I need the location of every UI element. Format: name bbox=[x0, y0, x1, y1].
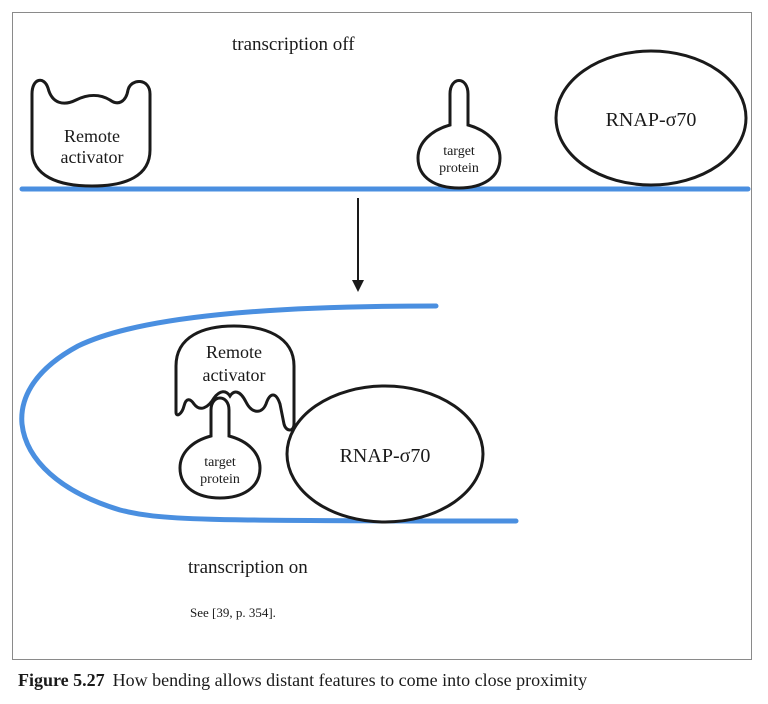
reference-note: See [39, p. 354]. bbox=[190, 605, 276, 620]
remote-activator-label-line1: Remote bbox=[64, 126, 120, 146]
target-protein-label-line2: protein bbox=[439, 161, 479, 176]
remote-activator-label-line2-bound: activator bbox=[203, 365, 266, 385]
target-protein-label-line2-bound: protein bbox=[200, 472, 240, 487]
target-protein-shape bbox=[416, 79, 502, 190]
top-panel: transcription off Remote activator targe… bbox=[19, 34, 751, 192]
rnap-sigma70-ellipse bbox=[554, 49, 748, 187]
caption-text: How bending allows distant features to c… bbox=[112, 670, 588, 690]
remote-activator-shape-bound bbox=[174, 324, 296, 432]
figure-number: Figure 5.27 bbox=[18, 670, 105, 690]
transition-arrow bbox=[352, 198, 364, 292]
figure-caption: Figure 5.27 How bending allows distant fe… bbox=[18, 670, 587, 691]
rnap-sigma70-label-bound: RNAP-σ70 bbox=[340, 445, 431, 467]
target-protein-shape-bound bbox=[178, 396, 262, 500]
target-protein-label-line1-bound: target bbox=[204, 455, 236, 470]
transcription-off-label: transcription off bbox=[232, 34, 355, 55]
transcription-on-label: transcription on bbox=[188, 557, 308, 578]
remote-activator-label-line2: activator bbox=[61, 147, 124, 167]
remote-activator-shape bbox=[30, 78, 152, 188]
rnap-sigma70-ellipse-bound bbox=[285, 384, 485, 524]
remote-activator-label-line1-bound: Remote bbox=[206, 342, 262, 362]
target-protein-label-line1: target bbox=[443, 144, 475, 159]
rnap-sigma70-label: RNAP-σ70 bbox=[606, 109, 697, 131]
figure-frame bbox=[12, 12, 752, 660]
dna-strand-bent bbox=[19, 303, 519, 524]
bottom-panel: RNAP-σ70 target protein Remote activator… bbox=[19, 303, 519, 620]
